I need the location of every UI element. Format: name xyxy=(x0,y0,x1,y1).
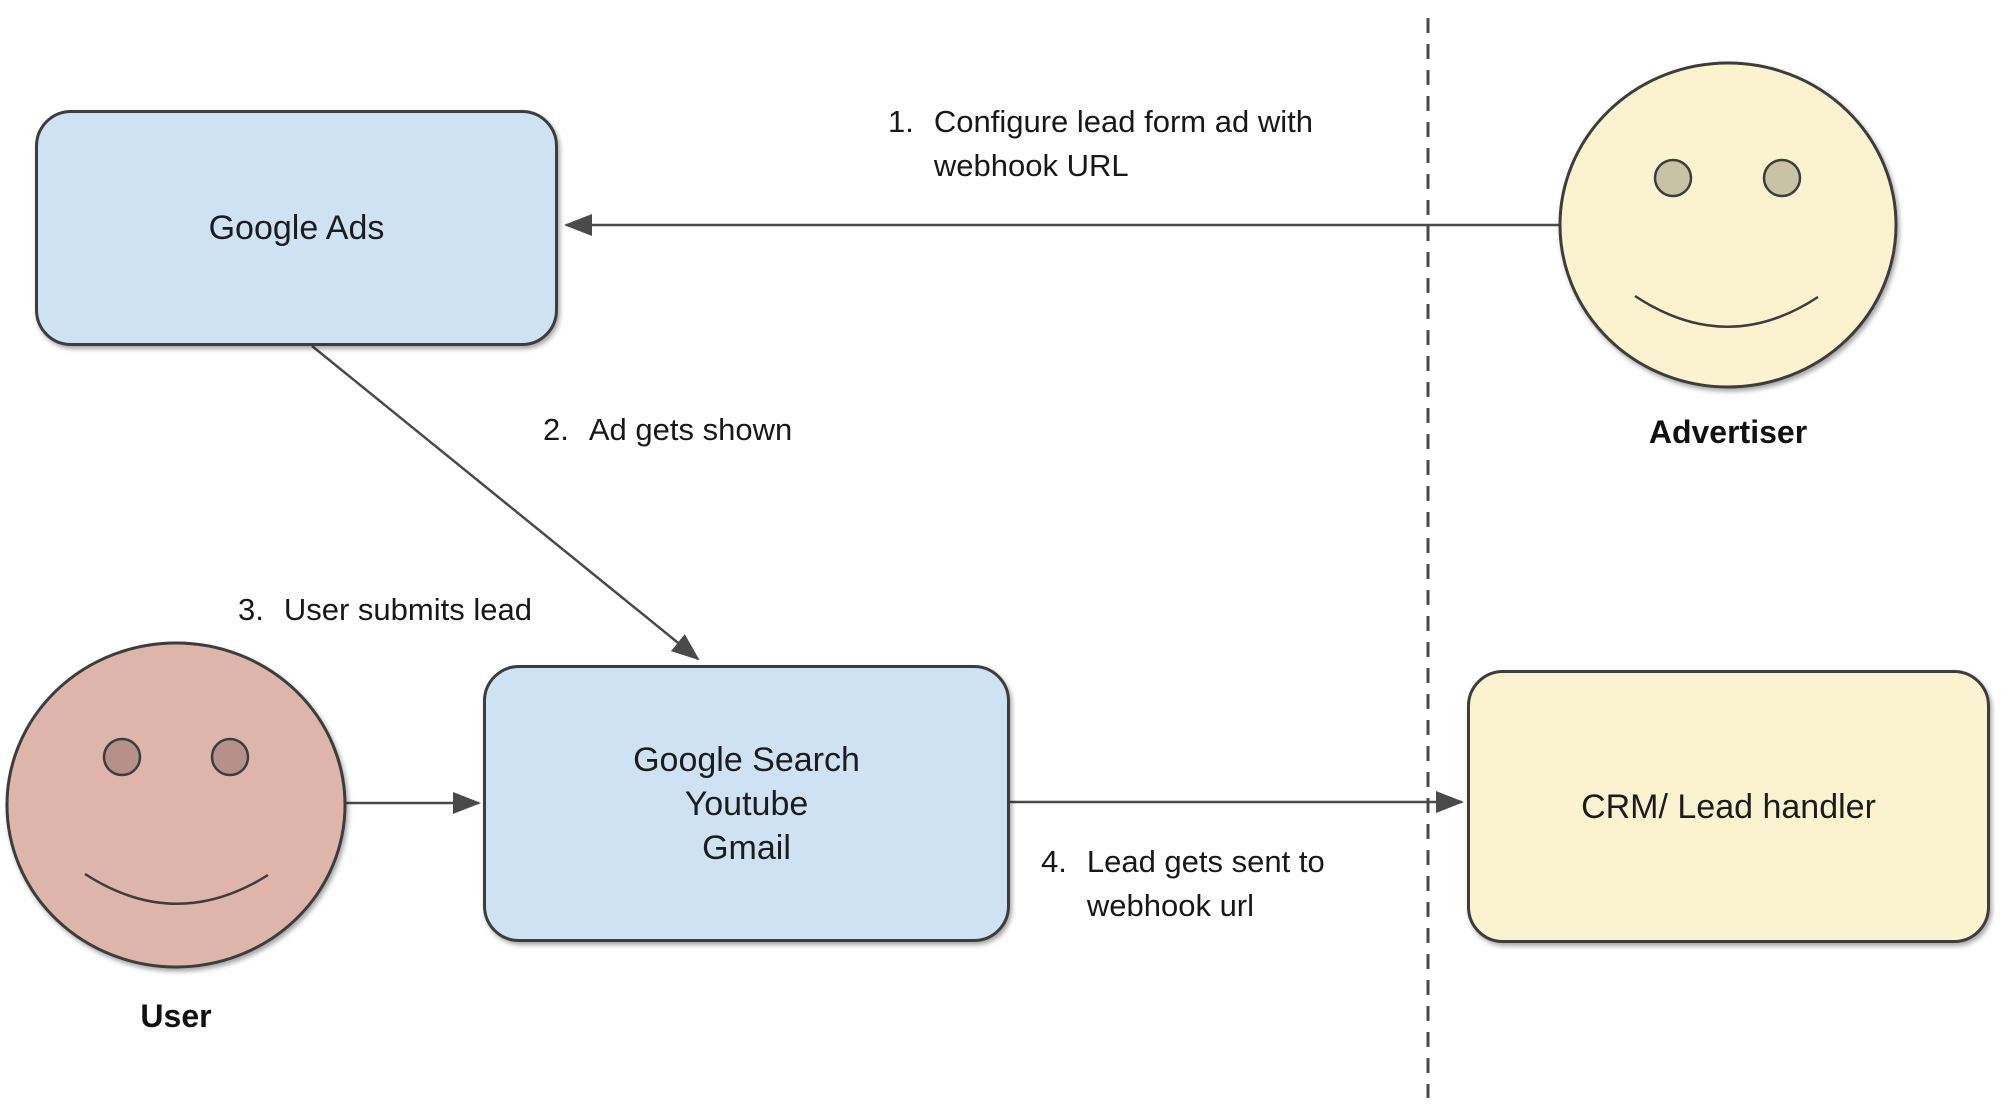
google-ads-node: Google Ads xyxy=(35,110,558,346)
step4-text-line2: webhook url xyxy=(1086,888,1255,923)
google-surfaces-line3: Gmail xyxy=(702,828,791,867)
step1-text-line1: Configure lead form ad with xyxy=(933,104,1313,139)
user-smile-icon xyxy=(84,872,269,905)
step2-arrow xyxy=(311,345,700,661)
advertiser-face-icon xyxy=(1558,61,1898,389)
step2-text: Ad gets shown xyxy=(588,412,793,447)
user-head xyxy=(5,641,347,969)
google-surfaces-line2: Youtube xyxy=(684,784,809,823)
step1-annotation: 1. Configure lead form ad with webhook U… xyxy=(888,100,1313,188)
step4-text: Lead gets sent to webhook url xyxy=(1087,840,1325,928)
advertiser-eye-left-icon xyxy=(1653,158,1693,198)
advertiser-eye-right-icon xyxy=(1762,158,1802,198)
advertiser-head xyxy=(1558,61,1898,389)
user-face-icon xyxy=(5,641,347,969)
advertiser-label: Advertiser xyxy=(1648,414,1808,450)
google-surfaces-line1: Google Search xyxy=(633,740,860,779)
user-eye-right-icon xyxy=(210,737,250,777)
user-eye-left-icon xyxy=(102,737,142,777)
google-surfaces-node: Google Search Youtube Gmail xyxy=(483,665,1010,942)
step3-annotation: 3. User submits lead xyxy=(238,588,532,632)
step2-annotation: 2. Ad gets shown xyxy=(543,408,792,452)
crm-label: CRM/ Lead handler xyxy=(1581,787,1876,826)
user-label: User xyxy=(140,998,212,1034)
step1-text: Configure lead form ad with webhook URL xyxy=(934,100,1313,188)
step3-number: 3. xyxy=(238,592,264,627)
step4-number: 4. xyxy=(1041,844,1067,879)
advertiser-smile-icon xyxy=(1634,294,1819,328)
crm-node: CRM/ Lead handler xyxy=(1467,670,1990,943)
google-ads-label: Google Ads xyxy=(208,209,385,247)
step1-text-line2: webhook URL xyxy=(933,148,1129,183)
step4-text-line1: Lead gets sent to xyxy=(1086,844,1325,879)
step3-text: User submits lead xyxy=(283,592,532,627)
step2-number: 2. xyxy=(543,412,569,447)
step1-number: 1. xyxy=(888,104,914,139)
step4-annotation: 4. Lead gets sent to webhook url xyxy=(1041,840,1325,928)
